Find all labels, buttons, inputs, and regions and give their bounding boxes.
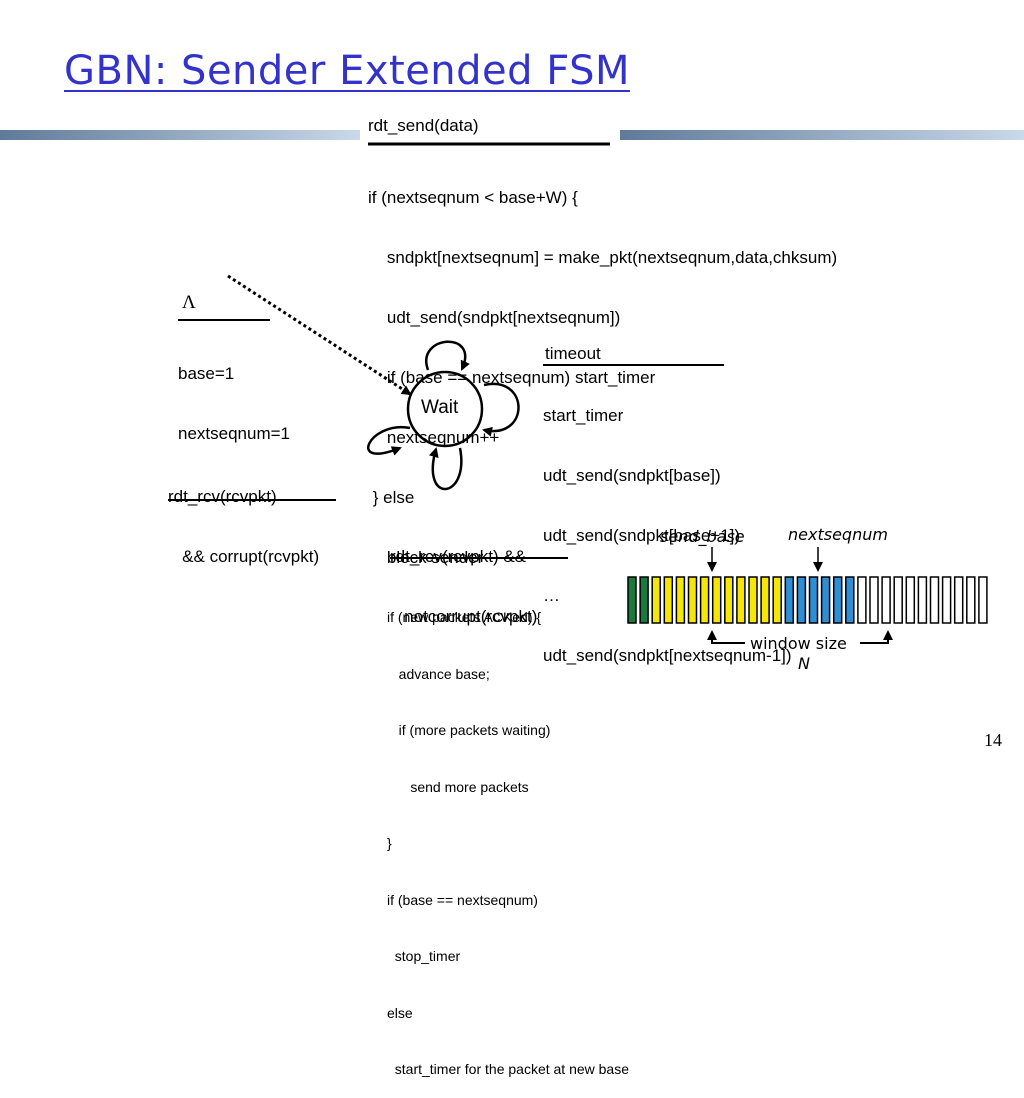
window-cell-sent	[772, 576, 782, 624]
corrupt-event-line: rdt_rcv(rcvpkt)	[168, 487, 277, 506]
window-cell-unusable	[978, 576, 988, 624]
ack-action-line: if (more packets waiting)	[387, 722, 551, 738]
ack-action-line: if (new packets ACKed) {	[387, 609, 542, 625]
self-loop-ack	[428, 447, 463, 491]
window-cell-usable	[820, 576, 831, 624]
self-loop-timeout	[482, 382, 520, 437]
fsm-diagram: send_base nextseqnum window size N	[0, 130, 1024, 673]
page-number: 14	[984, 730, 1002, 750]
window-cell-usable	[832, 576, 843, 624]
nextseqnum-label: nextseqnum	[788, 525, 888, 544]
window-size-label: window size	[750, 634, 847, 653]
window-cell-sent	[675, 576, 686, 624]
init-action-line: nextseqnum=1	[178, 424, 290, 443]
init-actions: base=1 nextseqnum=1	[178, 326, 290, 464]
window-cell-unusable	[869, 576, 879, 624]
header-bar-left	[0, 130, 360, 140]
timeout-action-line: udt_send(sndpkt[nextseqnum-1])	[543, 646, 792, 665]
timeout-action-line: udt_send(sndpkt[base])	[543, 466, 721, 485]
ack-action-line: start_timer for the packet at new base	[387, 1061, 630, 1077]
window-cell-unusable	[966, 576, 976, 624]
send-action-line: if (nextseqnum < base+W) {	[368, 188, 578, 207]
window-cell-sent	[711, 576, 722, 624]
window-cell-sent	[724, 576, 734, 624]
window-cell-sent	[760, 576, 770, 624]
send-action-line: } else	[368, 488, 415, 507]
init-action-line: base=1	[178, 364, 235, 383]
window-cell-sent	[651, 576, 661, 624]
ack-event-line: notcorrupt(rcvpkt)	[390, 607, 538, 626]
window-cells	[627, 576, 988, 624]
wait-state	[406, 370, 484, 448]
send-action-line: sndpkt[nextseqnum] = make_pkt(nextseqnum…	[368, 248, 838, 267]
n-label: N	[798, 654, 810, 673]
timeout-event-label: timeout	[545, 344, 601, 363]
window-cell-usable	[845, 576, 855, 624]
send-action-line: udt_send(sndpkt[nextseqnum])	[368, 308, 621, 327]
timeout-actions: start_timer udt_send(sndpkt[base]) udt_s…	[543, 368, 792, 686]
send-base-label: send_base	[660, 527, 745, 547]
self-loop-send	[425, 340, 470, 371]
window-cell-acked	[639, 576, 649, 624]
init-event-label: Λ	[182, 292, 196, 313]
send-action-line: nextseqnum++	[368, 428, 500, 447]
wait-state-label: Wait	[421, 397, 459, 418]
window-cell-sent	[663, 576, 674, 624]
ack-action-line: stop_timer	[387, 948, 461, 964]
window-cell-unusable	[917, 576, 928, 624]
window-cell-unusable	[893, 576, 903, 624]
window-cell-unusable	[857, 576, 867, 624]
window-cell-usable	[784, 576, 795, 624]
window-right-arrow	[860, 630, 893, 644]
ack-action-line: if (base == nextseqnum)	[387, 891, 538, 908]
send-event-label: rdt_send(data)	[368, 116, 479, 135]
ack-action-line: advance base;	[387, 665, 490, 682]
ack-action-line: send more packets	[387, 778, 529, 795]
window-cell-unusable	[905, 576, 916, 624]
corrupt-event-line: && corrupt(rcvpkt)	[168, 547, 320, 566]
ack-event-line: rdt_rcv(rcvpkt) &&	[390, 547, 527, 566]
ack-action-line: else	[387, 1004, 413, 1021]
ack-event: rdt_rcv(rcvpkt) && notcorrupt(rcvpkt)	[390, 509, 537, 647]
window-left-arrow	[707, 630, 745, 644]
corrupt-event: rdt_rcv(rcvpkt) && corrupt(rcvpkt)	[168, 449, 319, 587]
ack-action-line: }	[387, 835, 392, 851]
timeout-action-line: start_timer	[543, 406, 624, 425]
window-cell-unusable	[929, 576, 940, 624]
self-loop-corrupt	[367, 425, 411, 456]
send-action-line: block sender	[368, 548, 484, 567]
window-cell-usable	[796, 576, 807, 624]
send-actions: if (nextseqnum < base+W) { sndpkt[nextse…	[368, 150, 837, 588]
window-cell-unusable	[941, 576, 952, 624]
initial-transition-arrow	[227, 274, 412, 396]
send-action-line: if (base == nextseqnum) start_timer	[368, 368, 656, 387]
window-cell-sent	[699, 576, 710, 624]
window-cell-usable	[808, 576, 819, 624]
window-cell-unusable	[953, 576, 964, 624]
window-cell-sent	[748, 576, 758, 624]
timeout-action-line: udt_send(sndpkt[base+1])	[543, 526, 741, 545]
window-cell-sent	[736, 576, 746, 624]
header-bar-right	[620, 130, 1024, 140]
timeout-action-line: …	[543, 586, 560, 605]
ack-actions: if (new packets ACKed) { advance base; i…	[387, 571, 629, 1098]
window-cell-sent	[687, 576, 698, 624]
slide-title: GBN: Sender Extended FSM	[64, 48, 630, 94]
window-cell-unusable	[881, 576, 891, 624]
window-cell-acked	[627, 576, 637, 624]
